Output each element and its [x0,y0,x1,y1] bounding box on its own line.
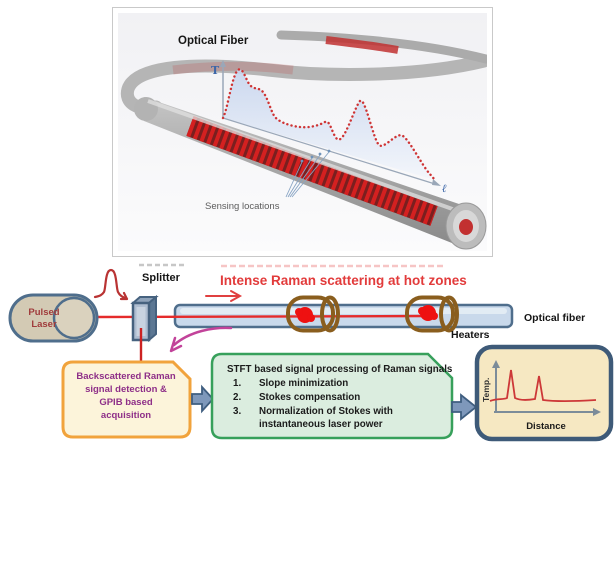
sensing-locations-label: Sensing locations [205,201,280,212]
pulsed-laser-label-line1: Pulsed [28,307,59,318]
processing-title: STFT based signal processing of Raman si… [227,364,453,375]
svg-text:acquisition: acquisition [101,410,151,421]
distance-axis-label: Distance [526,421,566,432]
svg-text:instantaneous laser power: instantaneous laser power [259,419,383,430]
optical-fiber-title: Optical Fiber [178,35,249,47]
heater-coil-1 [286,295,340,333]
feedback-arrow-icon [169,326,233,353]
fiber-tube-start [134,97,158,121]
t-axis-label: T [211,64,220,77]
raman-caption: Intense Raman scattering at hot zones [220,273,467,288]
hot-zone-1 [295,307,315,323]
fiber-top-hot-segment [325,36,399,54]
optical-fiber-bar-label: Optical fiber [524,312,585,324]
fiber-top-segment [276,30,491,64]
temperature-profile-fill [223,69,435,180]
sensing-pointer-dots [300,149,331,163]
propagation-arrow-icon [205,290,243,302]
svg-text:2.: 2. [233,392,241,403]
graph-y-axis-arrow-icon [220,60,226,67]
l-axis-label: ℓ [442,182,447,195]
heaters-label: Heaters [451,329,490,341]
processing-items: 1. Slope minimization 2. Stokes compensa… [233,378,393,430]
detection-box [61,360,192,439]
svg-text:3.: 3. [233,406,241,417]
processing-box [210,352,454,440]
pulsed-laser-endcap [52,296,96,340]
top-panel: T ℓ Sensing locations Optical Fiber [112,7,493,257]
fiber-rings [186,116,438,226]
fiber-tube-highlight [147,99,459,213]
result-curve [489,369,597,403]
svg-text:signal detection &: signal detection & [85,384,167,395]
svg-text:Normalization of Stokes with: Normalization of Stokes with [259,406,393,417]
heater-coil-2 [405,295,459,333]
fiber-end-core [459,219,473,235]
fiber-sweep-glow [172,61,294,75]
fiber-illustration-svg: T ℓ Sensing locations Optical Fiber [120,30,491,250]
temp-axis-label: Temp. [481,378,491,402]
splitter [130,294,159,343]
graph-x-axis-arrow-icon [432,179,441,186]
svg-text:Slope minimization: Slope minimization [259,378,348,389]
svg-text:Stokes compensation: Stokes compensation [259,392,360,403]
svg-text:Backscattered Raman: Backscattered Raman [76,371,175,382]
schematic: Pulsed Laser Splitter Intense Raman scat… [8,263,614,442]
laser-pulse-icon [93,268,129,301]
pulsed-laser-label-line2: Laser [31,319,57,330]
result-graph-axes [492,360,601,416]
svg-text:1.: 1. [233,378,241,389]
flow-arrow-icon-1 [191,384,215,414]
detection-box-text: Backscattered Raman signal detection & G… [76,371,175,421]
flow-arrow-icon-2 [451,393,478,421]
svg-text:GPIB based: GPIB based [99,397,153,408]
fiber-illustration: T ℓ Sensing locations Optical Fiber [118,13,491,251]
sensing-pointer-lines [285,151,330,198]
hot-zone-2 [418,305,438,321]
splitter-label: Splitter [142,272,181,284]
